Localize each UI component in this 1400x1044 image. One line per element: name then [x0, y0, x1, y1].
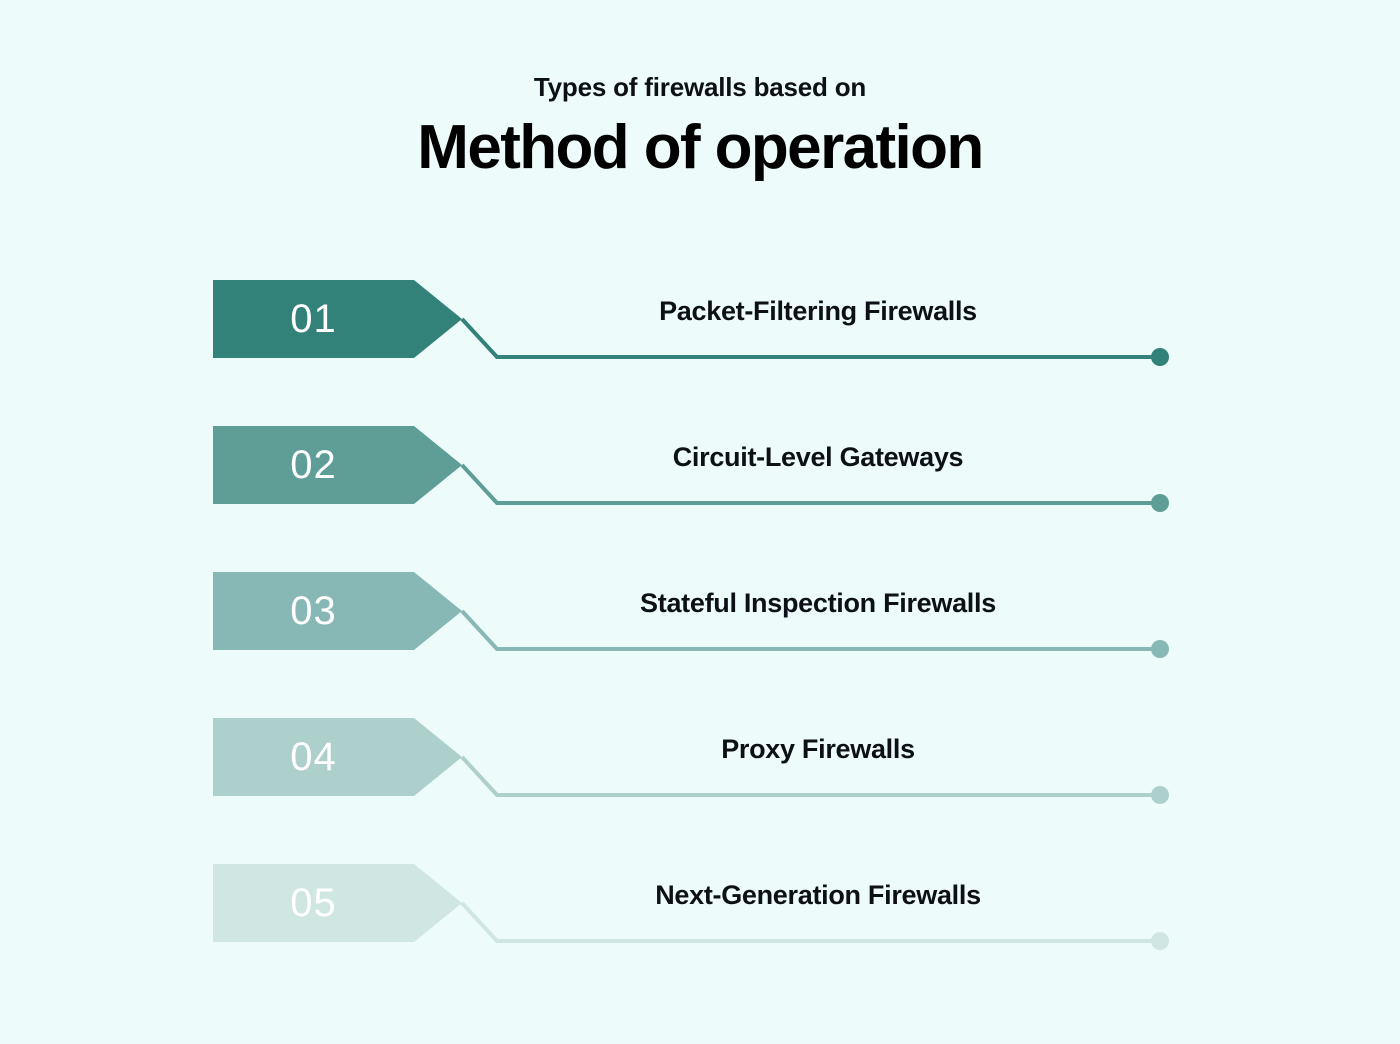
step-endpoint-dot: [1151, 640, 1169, 658]
step-connector-line: [460, 317, 1160, 359]
step-connector-graphic: [213, 280, 1169, 366]
step-number-badge: [213, 280, 462, 358]
step-label: Circuit-Level Gateways: [672, 441, 964, 472]
step-connector-line: [460, 755, 1160, 797]
step-connector-line: [460, 901, 1160, 943]
step-label: Proxy Firewalls: [721, 733, 915, 764]
page-header: Types of firewalls based on Method of op…: [0, 0, 1400, 182]
step-number-badge: [213, 426, 462, 504]
step-connector-graphic: [213, 718, 1169, 804]
step-number-badge: [213, 718, 462, 796]
header-kicker: Types of firewalls based on: [533, 72, 867, 102]
step-endpoint-dot: [1151, 932, 1169, 950]
step-connector-graphic: [213, 426, 1169, 512]
step-label: Next-Generation Firewalls: [655, 879, 981, 910]
page-title: Method of operation: [417, 113, 984, 183]
step-endpoint-dot: [1151, 348, 1169, 366]
step-number-badge: [213, 864, 462, 942]
step-label: Packet-Filtering Firewalls: [659, 295, 977, 326]
step-connector-line: [460, 463, 1160, 505]
step-connector-graphic: [213, 572, 1169, 658]
step-number-badge: [213, 572, 462, 650]
step-endpoint-dot: [1151, 786, 1169, 804]
step-endpoint-dot: [1151, 494, 1169, 512]
step-connector-line: [460, 609, 1160, 651]
step-label: Stateful Inspection Firewalls: [640, 587, 996, 618]
step-connector-graphic: [213, 864, 1169, 950]
